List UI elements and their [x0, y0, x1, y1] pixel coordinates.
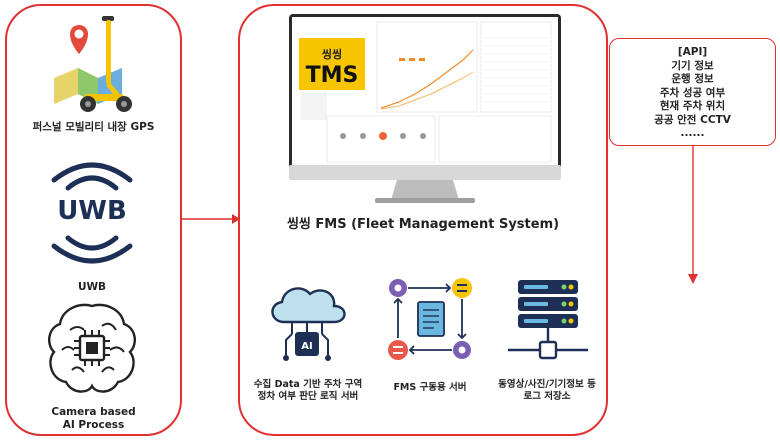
- api-list-item: ......: [680, 127, 705, 139]
- ai-caption-line-1: 수집 Data 기반 주차 구역: [253, 379, 363, 390]
- gps-caption: 퍼스널 모빌리티 내장 GPS: [32, 121, 155, 133]
- api-list-item: 공공 안전 CCTV: [654, 113, 731, 126]
- uwb-caption: UWB: [77, 281, 107, 293]
- api-list-item: 현재 주차 위치: [659, 100, 726, 112]
- api-list-item: [API]: [677, 46, 708, 58]
- center-fms-panel: [238, 4, 608, 436]
- tms-logo-text: TMS: [306, 63, 359, 88]
- storage-caption-line-2: 로그 저장소: [523, 391, 571, 402]
- tms-logo-mark: 씽씽: [322, 47, 342, 61]
- api-down-arrow: [688, 146, 698, 284]
- monitor-dashboard: 씽씽 TMS: [289, 14, 561, 203]
- ai-brain-chip-icon: [48, 303, 136, 393]
- uwb-wave-icon: [51, 162, 133, 264]
- uwb-logo-text: UWB: [57, 196, 127, 226]
- camera-caption-line-2: AI Process: [62, 419, 125, 431]
- ai-caption-line-2: 정차 여부 판단 로직 서버: [257, 391, 359, 402]
- ai-cloud-server-icon: AI: [271, 287, 346, 361]
- api-list-item: 운행 정보: [671, 73, 714, 85]
- gps-scooter-icon: [54, 16, 132, 112]
- api-list-item: 주차 성공 여부: [659, 86, 726, 99]
- left-source-panel: [5, 4, 182, 436]
- fms-title: 씽씽 FMS (Fleet Management System): [286, 217, 560, 232]
- api-list-item: 기기 정보: [671, 59, 714, 72]
- log-storage-server-icon: [508, 280, 588, 360]
- storage-caption-line-1: 동영상/사진/기기정보 등: [498, 379, 596, 390]
- fms-server-workflow-icon: [388, 278, 472, 360]
- camera-caption-line-1: Camera based: [51, 406, 136, 418]
- ai-chip-label: AI: [301, 341, 312, 352]
- fms-server-caption: FMS 구동용 서버: [393, 382, 467, 393]
- left-to-center-arrow: [182, 214, 240, 224]
